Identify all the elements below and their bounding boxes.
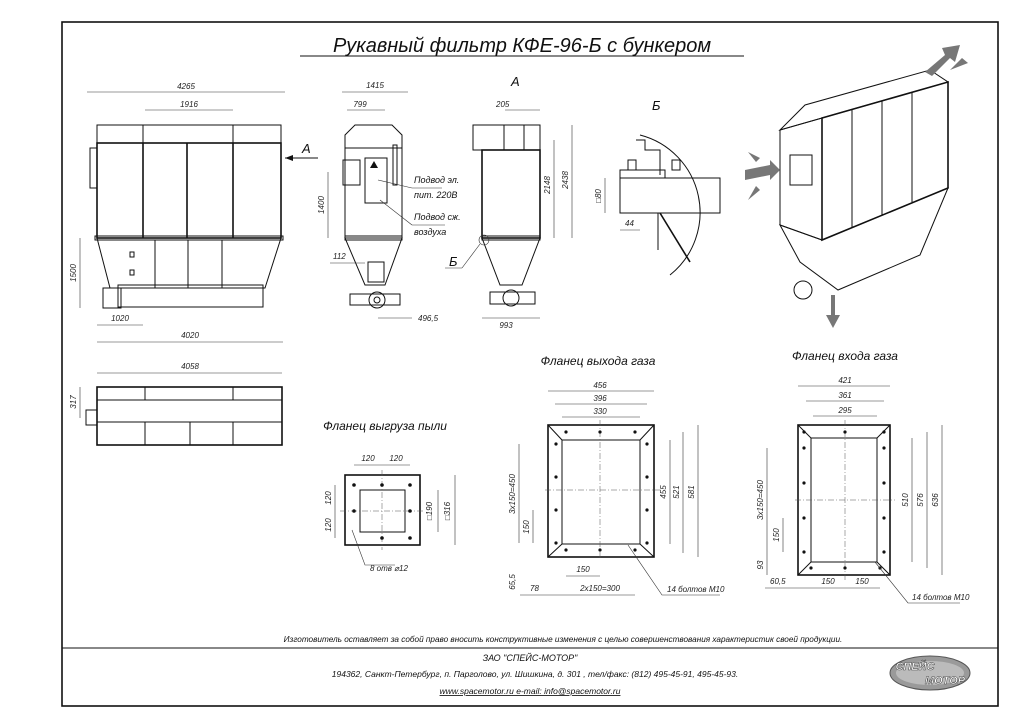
dimension-label: 65,5 (508, 574, 517, 590)
dimension-label: 120 (389, 454, 403, 463)
dimension-label: 799 (353, 100, 367, 109)
detail-b: Б □80 44 (594, 98, 721, 276)
dimension-label: 4058 (181, 362, 199, 371)
dimension-label: 78 (530, 584, 539, 593)
dimension-label: 120 (361, 454, 375, 463)
dimension-label: 2148 (543, 176, 552, 195)
dimension-label: 421 (838, 376, 851, 385)
front-view: 4265 1916 4020 1020 1500 А (69, 82, 318, 343)
dimension-label: 1400 (317, 196, 326, 214)
dimension-label: Фланец выхода газа (541, 354, 656, 368)
view-a: А 205 2148 2438 993 Б (445, 74, 573, 330)
dimension-label: 205 (495, 100, 510, 109)
dimension-label: пит. 220В (414, 190, 457, 200)
dimension-label: 150 (522, 520, 531, 534)
dimension-label: □316 (443, 501, 452, 520)
dimension-label: 361 (838, 391, 851, 400)
company-logo: СПЕЙС МОТОР (889, 655, 971, 691)
dimension-label: □190 (425, 501, 434, 520)
dimension-label: Б (652, 98, 661, 113)
dimension-label: 150 (576, 565, 590, 574)
dimension-label: воздуха (414, 227, 446, 237)
dimension-label: 496,5 (418, 314, 439, 323)
company-address: 194362, Санкт-Петербург, п. Парголово, у… (332, 669, 738, 679)
dimension-label: 120 (324, 491, 333, 505)
dimension-label: 455 (659, 485, 668, 499)
dimension-label: Фланец входа газа (792, 349, 898, 363)
dimension-label: 14 болтов М10 (667, 585, 725, 594)
dimension-label: 120 (324, 518, 333, 532)
dimension-label: 14 болтов М10 (912, 593, 970, 602)
dimension-label: Фланец выгруза пыли (323, 419, 447, 433)
dimension-label: 8 отв ⌀12 (370, 564, 408, 573)
side-view: 1415 799 1400 112 496,5 Подвод эл. пит. … (317, 81, 461, 323)
isometric-view (745, 45, 968, 328)
dimension-label: 150 (772, 528, 781, 542)
dimension-label: 636 (931, 493, 940, 507)
dimension-label: А (301, 141, 311, 156)
plan-view: 4058 317 (69, 362, 283, 446)
dimension-label: СПЕЙС (895, 660, 935, 673)
note-compressed-air: Подвод сж. (414, 212, 461, 222)
dimension-label: 3x150=450 (756, 480, 765, 520)
dimension-label: 330 (593, 407, 607, 416)
gas-outlet-arrow-icon (925, 45, 960, 76)
dimension-label: 150 (855, 577, 869, 586)
dimension-label: А (510, 74, 520, 89)
dimension-label: 150 (821, 577, 835, 586)
dimension-label: 3x150=450 (508, 474, 517, 514)
dimension-label: 112 (333, 252, 346, 261)
drawing-title: Рукавный фильтр КФЕ-96-Б с бункером (333, 35, 711, 57)
dimension-label: 581 (687, 485, 696, 498)
dimension-label: 44 (625, 219, 634, 228)
dimension-label: 456 (593, 381, 607, 390)
dimension-label: 2x150=300 (579, 584, 620, 593)
dimension-label: □80 (594, 189, 603, 203)
dimension-label: 521 (672, 485, 681, 498)
inlet-flange: Фланец входа газа 421 361 295 510 576 63… (756, 349, 970, 604)
dimension-label: 1500 (69, 264, 78, 282)
outlet-flange: Фланец выхода газа 456 396 330 455 521 5… (508, 354, 725, 596)
company-web-link[interactable]: www.spacemotor.ru e-mail: info@spacemoto… (440, 686, 621, 696)
dimension-label: 1020 (111, 314, 129, 323)
dimension-label: 576 (916, 493, 925, 507)
dimension-label: 2438 (561, 171, 570, 190)
dimension-label: МОТОР (925, 675, 966, 687)
dimension-label: 295 (837, 406, 852, 415)
dimension-label: 993 (499, 321, 513, 330)
note-power-supply: Подвод эл. (414, 175, 459, 185)
dimension-label: 396 (593, 394, 607, 403)
dimension-label: 1916 (180, 100, 198, 109)
dimension-label: Б (449, 254, 458, 269)
dimension-label: 1415 (366, 81, 384, 90)
company-name: ЗАО "СПЕЙС-МОТОР" (483, 652, 578, 663)
dimension-label: 93 (756, 560, 765, 569)
dimension-label: 510 (901, 493, 910, 507)
dimension-label: 60,5 (770, 577, 786, 586)
disclaimer-text: Изготовитель оставляет за собой право вн… (284, 635, 843, 644)
dimension-label: 4020 (181, 331, 199, 340)
dust-outlet-arrow-icon (826, 295, 840, 328)
gas-inlet-arrow-icon (745, 160, 780, 180)
sheet-frame (61, 21, 999, 707)
dimension-label: 4265 (177, 82, 195, 91)
dimension-label: 317 (69, 395, 78, 409)
